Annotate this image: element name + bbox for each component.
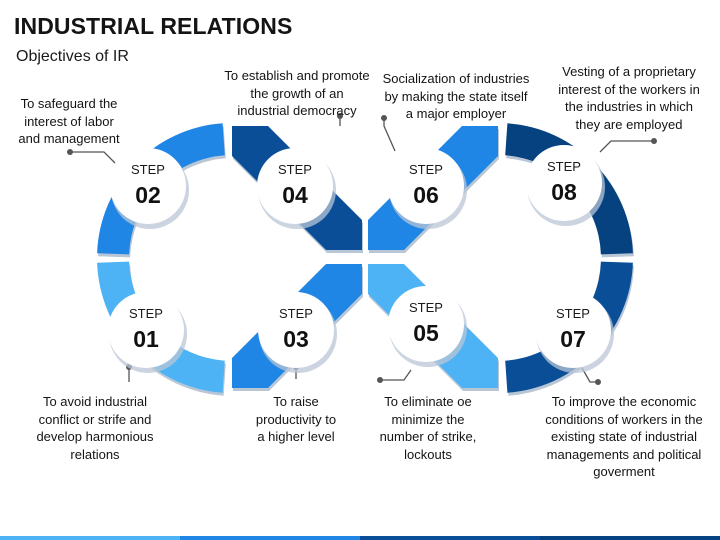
- step-06-number: 06: [413, 182, 439, 208]
- step-02-badge: STEP 02: [110, 148, 189, 229]
- step-01-circle: [108, 292, 184, 368]
- footer-bar-dark: [360, 536, 540, 540]
- step-08-badge: STEP 08: [526, 145, 605, 226]
- step-04-number: 04: [282, 182, 308, 208]
- step-04-label: STEP: [278, 162, 312, 177]
- step-01-badge: STEP 01: [108, 292, 187, 373]
- step-06-badge: STEP 06: [388, 148, 467, 229]
- step-02-number: 02: [135, 182, 161, 208]
- step-03-label: STEP: [279, 306, 313, 321]
- step-01-description: To avoid industrial conflict or strife a…: [36, 394, 154, 462]
- step-06-circle: [388, 148, 464, 224]
- step-circles: STEP01STEP02STEP03STEP04STEP05STEP06STEP…: [108, 145, 614, 373]
- connector-step-08: [599, 140, 654, 153]
- step-02-description: To safeguard the interest of labor and m…: [18, 96, 120, 146]
- step-04-badge: STEP 04: [257, 148, 336, 229]
- step-01-label: STEP: [129, 306, 163, 321]
- connector-step-05: [380, 369, 412, 381]
- step-06-label: STEP: [409, 162, 443, 177]
- step-03-number: 03: [283, 326, 309, 352]
- step-05-circle: [388, 286, 464, 362]
- footer-bar-medium: [180, 536, 360, 540]
- step-08-circle: [526, 145, 602, 221]
- footer-bar-light: [0, 536, 180, 540]
- step-03-badge: STEP 03: [258, 292, 337, 373]
- connector-step-06: [383, 118, 396, 152]
- step-05-badge: STEP 05: [388, 286, 467, 367]
- step-02-label: STEP: [131, 162, 165, 177]
- page-title: INDUSTRIAL RELATIONS: [14, 13, 293, 39]
- footer-color-bar: [0, 536, 720, 540]
- connector-dot-step-07: [595, 379, 601, 385]
- connector-step-02: [70, 151, 116, 164]
- step-02-circle: [110, 148, 186, 224]
- step-07-badge: STEP 07: [535, 292, 614, 373]
- connector-dot-step-08: [651, 138, 657, 144]
- step-05-number: 05: [413, 320, 439, 346]
- ring-arc-step-08: [505, 123, 633, 255]
- step-04-circle: [257, 148, 333, 224]
- step-04-description: To establish and promote the growth of a…: [224, 68, 370, 118]
- footer-bar-darker: [540, 536, 720, 540]
- step-07-circle: [535, 292, 611, 368]
- connector-dot-step-05: [377, 377, 383, 383]
- step-05-description: To eliminate oe minimize the number of s…: [379, 394, 477, 462]
- connector-dot-step-02: [67, 149, 73, 155]
- page-subtitle: Objectives of IR: [16, 48, 129, 65]
- step-06-description: Socialization of industries by making th…: [382, 71, 530, 121]
- step-08-label: STEP: [547, 159, 581, 174]
- connector-dot-step-04: [337, 113, 343, 119]
- step-03-circle: [258, 292, 334, 368]
- step-07-number: 07: [560, 326, 586, 352]
- ring-arc-step-01: [97, 261, 225, 393]
- connector-dot-step-06: [381, 115, 387, 121]
- step-01-number: 01: [133, 326, 159, 352]
- step-08-number: 08: [551, 179, 577, 205]
- step-08-description: Vesting of a proprietary interest of the…: [558, 64, 700, 132]
- step-03-description: To raise productivity to a higher level: [255, 394, 337, 444]
- ring-arc-step-07: [505, 261, 633, 393]
- step-05-label: STEP: [409, 300, 443, 315]
- step-07-label: STEP: [556, 306, 590, 321]
- step-07-description: To improve the economic conditions of wo…: [545, 394, 703, 479]
